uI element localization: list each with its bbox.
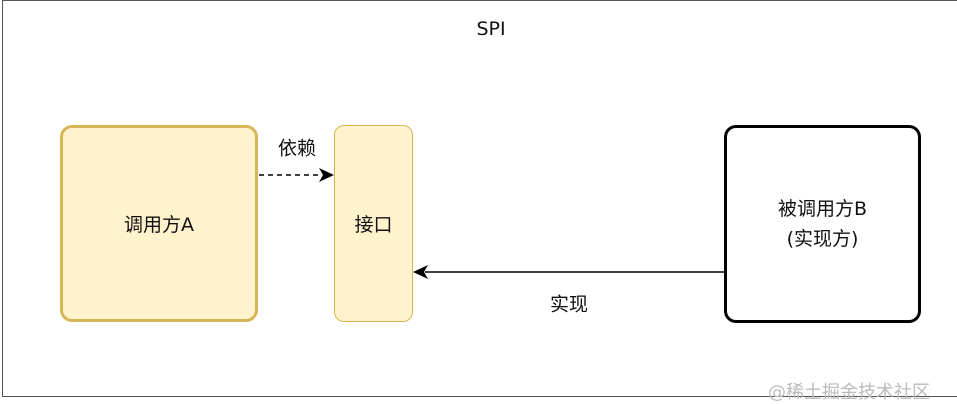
depends-arrow	[259, 168, 334, 182]
implements-label: 实现	[549, 293, 589, 316]
depends-label: 依赖	[277, 137, 317, 160]
provider-label-line1: 被调用方B	[777, 198, 868, 220]
provider-box: 被调用方B (实现方)	[724, 125, 921, 323]
implements-arrow	[413, 265, 724, 279]
watermark: @稀土掘金技术社区	[768, 382, 930, 403]
caller-label: 调用方A	[124, 214, 194, 236]
interface-label: 接口	[354, 214, 393, 236]
interface-box: 接口	[334, 125, 413, 322]
caller-box: 调用方A	[60, 125, 258, 322]
provider-label-line2: (实现方)	[786, 228, 859, 250]
diagram-title: SPI	[476, 18, 506, 40]
